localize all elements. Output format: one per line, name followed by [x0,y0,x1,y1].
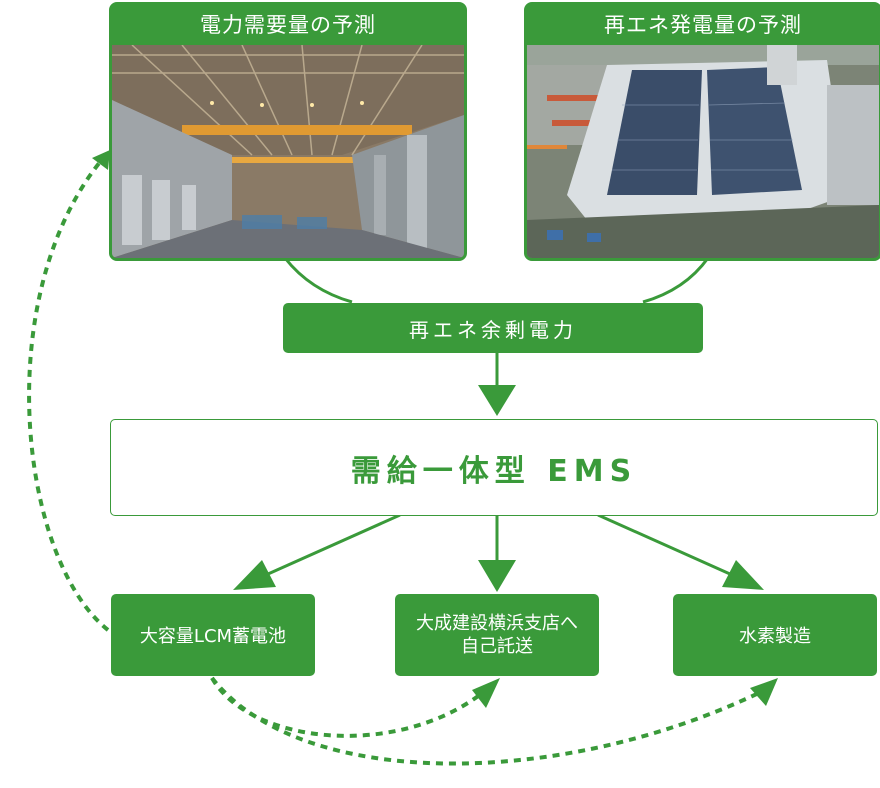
feedback-arrow-head-right [750,678,778,706]
generation-forecast-card: 再エネ発電量の予測 [524,2,880,261]
feedback-loop-to-transmission [210,677,488,738]
surplus-power-label: 再エネ余剰電力 [409,317,577,342]
ems-to-hydrogen-arrow-line [597,513,731,576]
self-transmission-label-line1: 大成建設横浜支店へ [416,613,578,634]
self-transmission-label-line2: 自己託送 [461,636,533,657]
solar-roof-photo [527,45,879,258]
left-photo-connector [283,257,353,304]
hydrogen-production-label: 水素製造 [739,626,811,647]
demand-forecast-title: 電力需要量の予測 [112,5,464,45]
ems-to-battery-arrow-head [233,560,276,590]
demand-forecast-card: 電力需要量の予測 [109,2,467,261]
generation-forecast-title: 再エネ発電量の予測 [527,5,879,45]
battery-storage-box: 大容量LCM蓄電池 [111,594,315,676]
surplus-to-ems-arrow-head [478,385,516,416]
battery-storage-label: 大容量LCM蓄電池 [139,626,287,647]
ems-to-transmission-arrow-head [478,560,516,592]
self-transmission-box: 大成建設横浜支店へ 自己託送 [395,594,599,676]
integrated-ems-box: 需給一体型 EMS [110,419,878,516]
factory-interior-photo [112,45,464,258]
feedback-arrow-head-left [92,150,110,170]
ems-to-battery-arrow-line [267,513,401,576]
ems-to-hydrogen-arrow-head [722,560,764,590]
feedback-loop-to-demand-forecast [27,160,110,632]
ems-label: 需給一体型 EMS [350,453,638,489]
surplus-power-box: 再エネ余剰電力 [283,303,703,353]
right-photo-connector [642,257,710,304]
hydrogen-production-box: 水素製造 [673,594,877,676]
feedback-arrow-head-mid [472,678,500,708]
